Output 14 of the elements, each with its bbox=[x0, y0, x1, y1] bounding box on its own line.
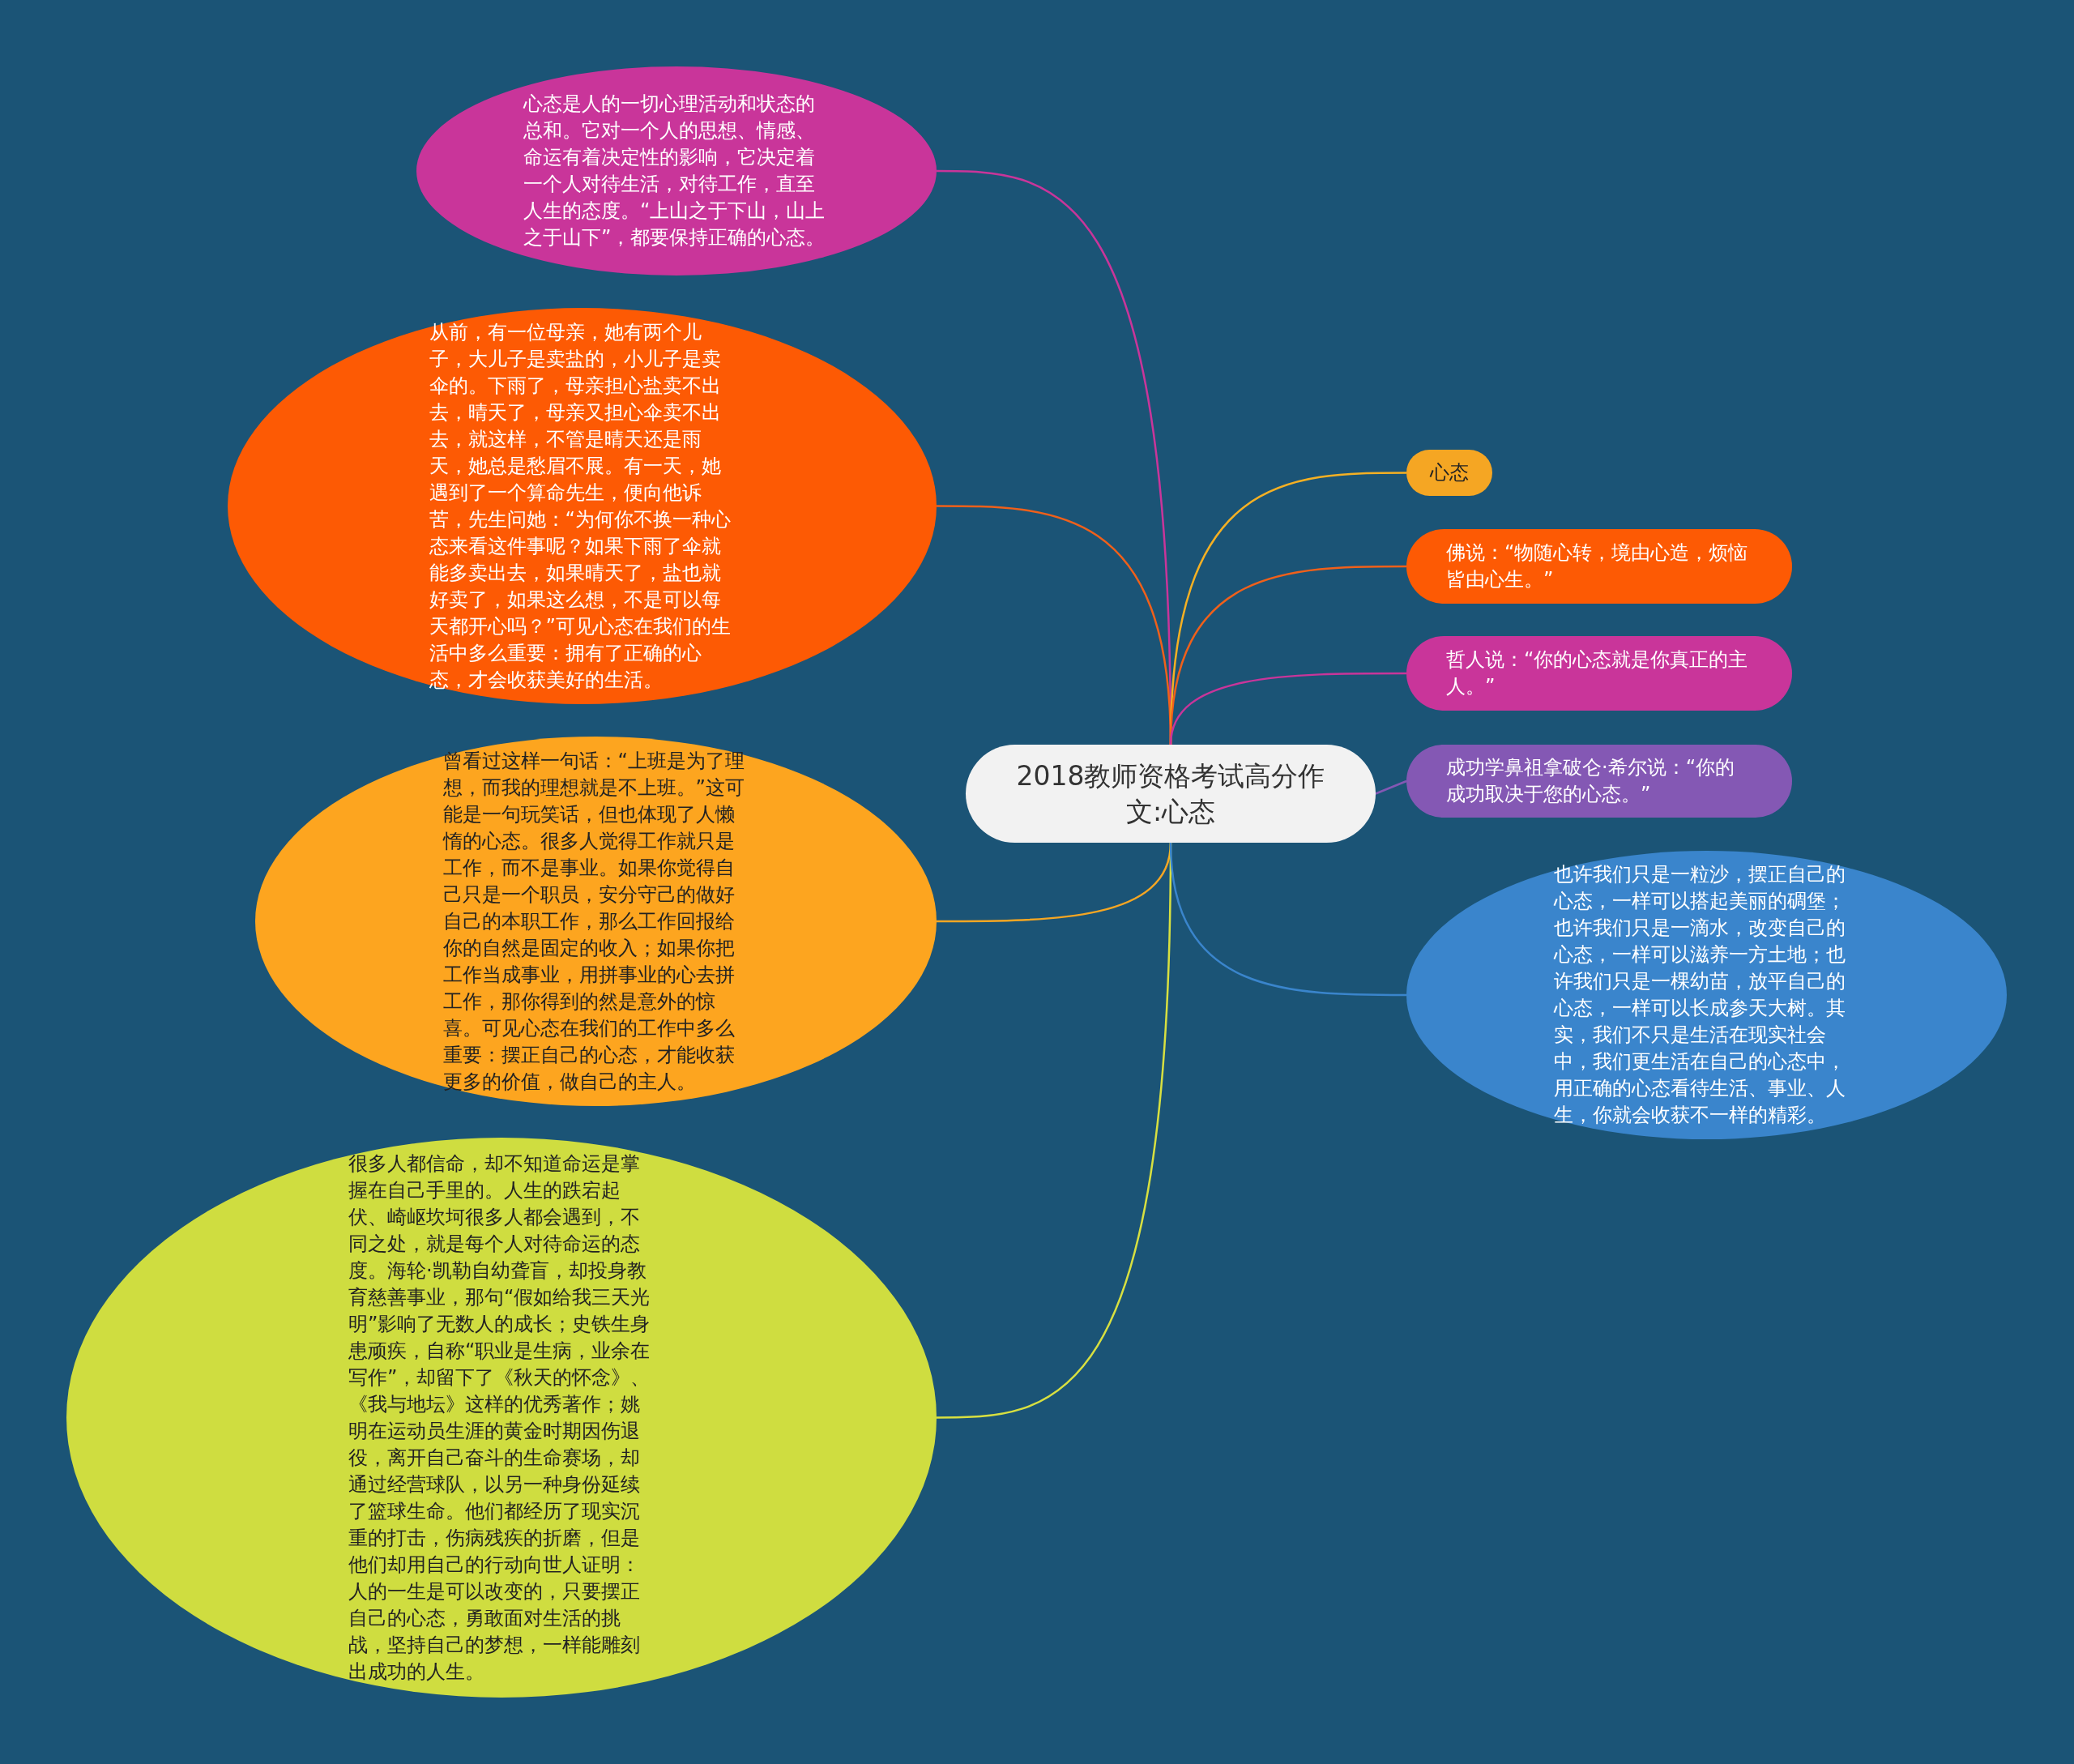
topic-text: 从前，有一位母亲，她有两个儿子，大儿子是卖盐的，小儿子是卖伞的。下雨了，母亲担心盐卖不出去，晴天了，母亲又担心伞卖不出去，就这样，不管是晴天还是雨天，她总是愁眉不展。有一天，她遇到了一个算命先生，便向他诉苦，先生问她：“为何你不换一种心态来看这件事呢？如果下雨了伞就能多卖出去，如果晴天了，盐也就好卖了，如果这么想，不是可以每天都开心吗？”可见心态在我们的生活中多么重要：拥有了正确的心态，才会收获美好的生活。 bbox=[429, 319, 732, 693]
topic-text: 也许我们只是一粒沙，摆正自己的心态，一样可以搭起美丽的碉堡；也许我们只是一滴水，改变自己的心态，一样可以滋养一方土地；也许我们只是一棵幼苗，放平自己的心态，一样可以长成参天大树。其实，我们不只是生活在现实社会中，我们更生活在自己的心态中，用正确的心态看待生活、事业、人生，你就会收获不一样的精彩。 bbox=[1553, 862, 1846, 1128]
topic-bubble bbox=[1406, 450, 1492, 496]
topic-text: 很多人都信命，却不知道命运是掌握在自己手里的。人生的跌宕起伏、崎岖坎坷很多人都会遇到，不同之处，就是每个人对待命运的态度。海轮·凯勒自幼聋盲，却投身教育慈善事业，那句“假如给我三天光明”影响了无数人的成长；史铁生身患顽疾，自称“职业是生病，业余在写作”，却留下了《秋天的怀念》、《我与地坛》这样的优秀著作；姚明在运动员生涯的黄金时期因伤退役，离开自己奋斗的生命赛场，却通过经营球队，以另一种身份延续了篮球生命。他们都经历了现实沉重的打击，伤病残疾的折磨，但是他们却用自己的行动向世人证明：人的一生是可以改变的，只要摆正自己的心态，勇敢面对生活的挑战，坚持自己的梦想，一样能雕刻出成功的人生。 bbox=[348, 1151, 651, 1685]
connector-line bbox=[1169, 842, 1406, 997]
topic-title: 2018教师资格考试高分作文:心态 bbox=[1015, 758, 1326, 829]
topic-text: 哲人说：“你的心态就是你真正的主人。” bbox=[1446, 647, 1749, 699]
topic-text: 心态是人的一切心理活动和状态的总和。它对一个人的思想、情感、命运有着决定性的影响，它决定着一个人对待生活，对待工作，直至人生的态度。“上山之于下山，山上之于山下”，都要保持正确的心态。 bbox=[523, 92, 826, 250]
connector-line bbox=[1169, 672, 1406, 745]
connector-line bbox=[1375, 779, 1407, 795]
topic-text: 成功学鼻祖拿破仑·希尔说：“你的成功取决于您的心态。” bbox=[1446, 755, 1736, 807]
topic-text: 曾看过这样一句话：“上班是为了理想，而我的理想就是不上班。”这可能是一句玩笑话，但也体现了人懒惰的心态。很多人觉得工作就只是工作，而不是事业。如果你觉得自己只是一个职员，安分守己的做好自己的本职工作，那么工作回报给你的自然是固定的收入；如果你把工作当成事业，用拼事业的心去拼工作，那你得到的然是意外的惊喜。可见心态在我们的工作中多么重要：摆正自己的心态，才能收获更多的价值，做自己的主人。 bbox=[442, 748, 745, 1095]
topic-text: 佛说：“物随心转，境由心造，烦恼皆由心生。” bbox=[1446, 540, 1749, 592]
topic-text: 心态 bbox=[1429, 460, 1470, 485]
